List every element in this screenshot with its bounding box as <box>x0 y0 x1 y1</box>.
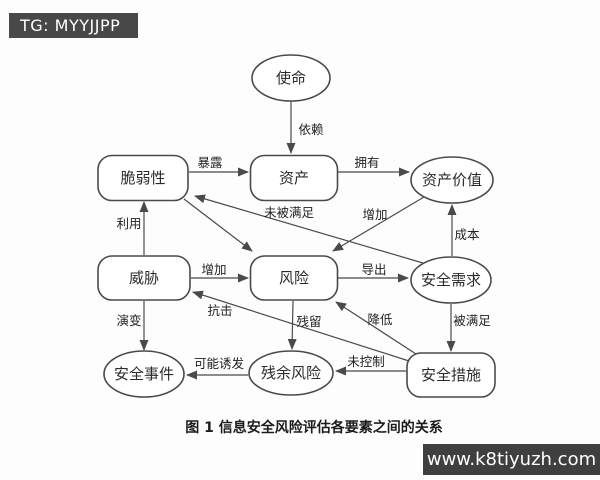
edge-label-asset-to-asset_value: 拥有 <box>354 155 379 170</box>
edge-asset_value-to-risk <box>332 196 425 252</box>
edge-label-threat-to-vulnerability: 利用 <box>116 216 141 231</box>
node-risk-shape <box>249 255 339 301</box>
node-vulnerability-shape <box>97 154 189 202</box>
edge-security_measure-to-threat <box>192 290 410 362</box>
node-mission-label: 使命 <box>276 69 306 87</box>
edge-label-security_measure-to-risk: 降低 <box>367 312 393 327</box>
node-security_incident-label: 安全事件 <box>114 365 174 383</box>
edge-vulnerability-to-risk <box>183 198 253 252</box>
edge-label-risk-to-residual_risk: 残留 <box>296 314 321 329</box>
edge-label-vulnerability-to-asset: 暴露 <box>197 155 223 170</box>
edge-security_requirement-to-vulnerability <box>194 194 424 264</box>
node-security_measure-shape <box>406 352 496 398</box>
node-asset_value-shape <box>410 156 494 204</box>
edge-label-asset_value-to-risk: 增加 <box>362 207 387 222</box>
node-security_incident-shape <box>103 350 185 398</box>
edge-label-threat-to-security_incident: 演变 <box>116 313 141 328</box>
edge-label-security_requirement-to-security_measure: 被满足 <box>453 313 491 328</box>
node-security_measure-label: 安全措施 <box>421 366 481 384</box>
node-asset_value-label: 资产价值 <box>422 171 482 189</box>
edge-label-risk-to-security_requirement: 导出 <box>361 262 386 277</box>
node-mission-shape <box>251 54 331 102</box>
node-security_requirement-shape <box>410 256 492 304</box>
figure-caption: 图 1 信息安全风险评估各要素之间的关系 <box>185 420 443 436</box>
edge-security_measure-to-risk <box>335 301 417 355</box>
edge-label-security_measure-to-residual_risk: 未控制 <box>347 354 385 369</box>
node-asset-shape <box>249 154 339 202</box>
node-vulnerability-label: 脆弱性 <box>120 169 165 187</box>
node-asset-label: 资产 <box>279 169 309 187</box>
node-risk-label: 风险 <box>279 269 309 287</box>
edge-label-threat-to-risk: 增加 <box>201 262 226 277</box>
node-threat-label: 威胁 <box>129 269 159 287</box>
watermark-top-banner: TG: MYYJJPP <box>9 13 138 38</box>
edge-label-mission-to-asset: 依赖 <box>298 122 324 137</box>
watermark-bottom-banner: www.k8tiyuzh.com <box>423 444 600 475</box>
edge-risk-to-residual_risk <box>287 300 297 350</box>
node-threat-shape <box>97 255 191 301</box>
node-residual_risk-shape <box>248 350 334 396</box>
node-security_requirement-label: 安全需求 <box>421 271 481 289</box>
edge-label-residual_risk-to-security_incident: 可能诱发 <box>194 356 245 371</box>
node-residual_risk-label: 残余风险 <box>261 364 321 382</box>
edge-label-security_requirement-to-vulnerability: 未被满足 <box>264 205 315 220</box>
edge-label-security_requirement-to-asset_value: 成本 <box>454 227 480 242</box>
edge-label-security_measure-to-threat: 抗击 <box>207 303 232 318</box>
